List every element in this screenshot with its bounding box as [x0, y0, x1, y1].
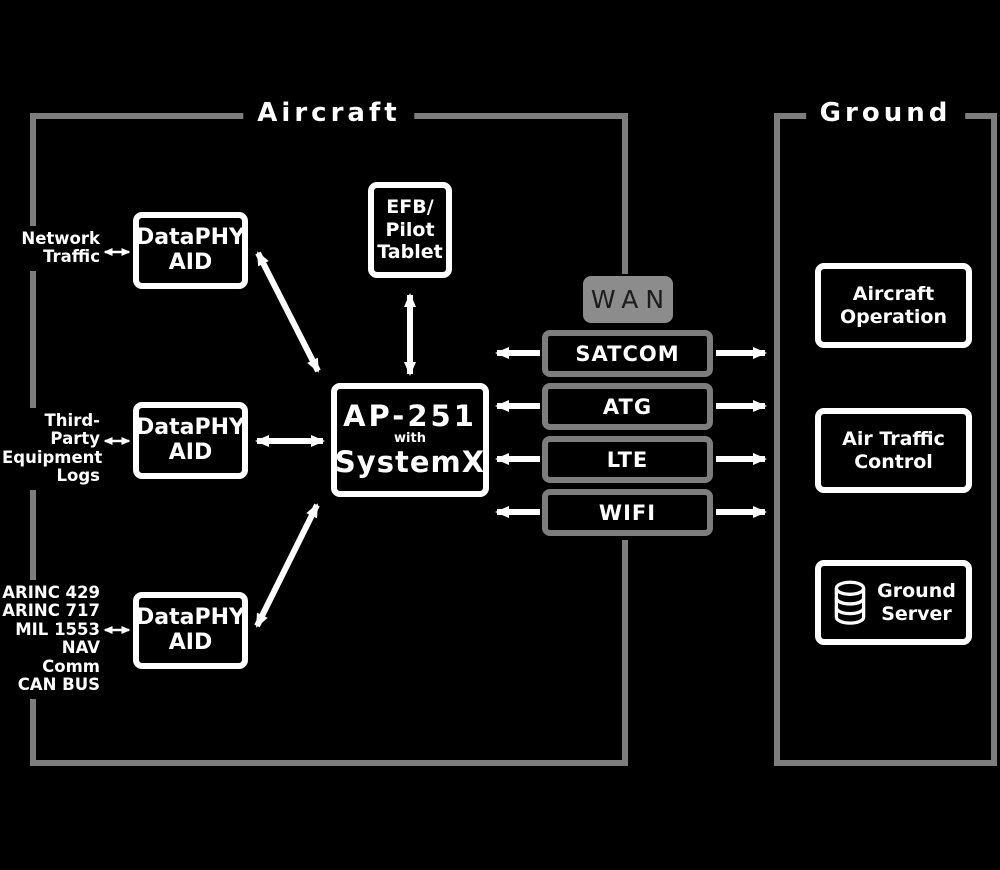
node-dataphy-aid-bottom: DataPHY AID — [133, 592, 248, 669]
wan-link-lte: LTE — [542, 436, 713, 483]
node-dataphy-aid-top: DataPHY AID — [133, 212, 248, 289]
label-network-traffic: Network Traffic — [0, 226, 102, 271]
ground-zone-title: Ground — [805, 98, 966, 128]
wan-link-satcom: SATCOM — [542, 330, 713, 377]
aircraft-zone-frame: Aircraft — [30, 98, 628, 766]
node-ap251-gateway: AP-251 with SystemX — [331, 383, 489, 497]
wan-link-atg: ATG — [542, 383, 713, 430]
label-third-party-equipment-logs: Third-Party Equipment Logs — [0, 408, 102, 490]
gateway-system-label: SystemX — [334, 445, 486, 480]
ground-server-label: Ground Server — [877, 580, 956, 625]
node-efb-pilot-tablet: EFB/ Pilot Tablet — [368, 182, 452, 278]
database-icon — [834, 580, 866, 625]
node-aircraft-operation: Aircraft Operation — [815, 263, 972, 348]
gateway-model-label: AP-251 — [343, 399, 477, 434]
wan-link-wifi: WIFI — [542, 489, 713, 536]
ground-zone-frame: Ground — [774, 98, 997, 766]
aircraft-zone-title: Aircraft — [243, 98, 415, 128]
label-avionics-buses: ARINC 429 ARINC 717 MIL 1553 NAV Comm CA… — [0, 580, 102, 699]
gateway-conjunction-label: with — [394, 431, 426, 447]
node-ground-server: Ground Server — [815, 560, 972, 645]
node-air-traffic-control: Air Traffic Control — [815, 408, 972, 493]
node-dataphy-aid-middle: DataPHY AID — [133, 402, 248, 479]
wan-label: WAN — [583, 276, 673, 323]
